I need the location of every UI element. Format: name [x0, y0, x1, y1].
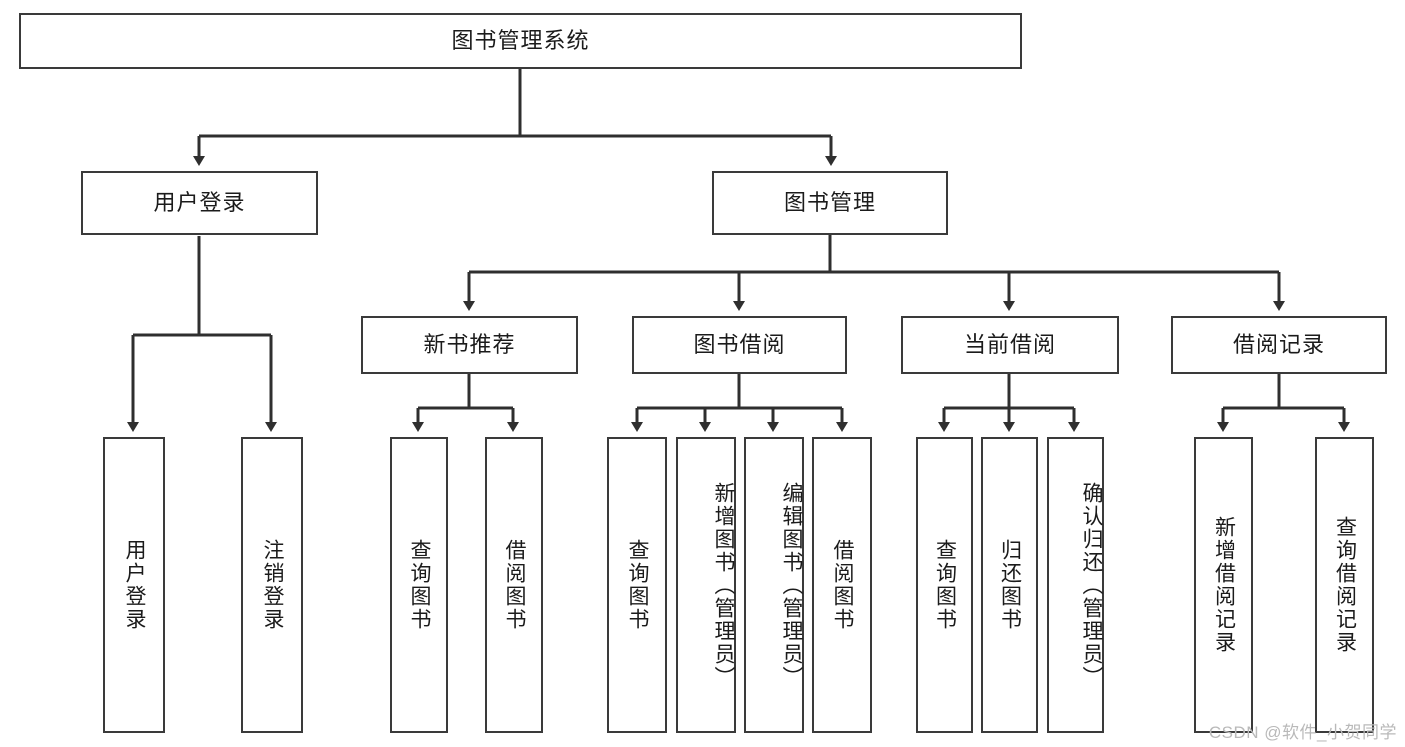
leaf-borrow-query-book[interactable]: 查询图书	[607, 437, 667, 733]
leaf-record-query-record[interactable]: 查询借阅记录	[1315, 437, 1374, 733]
leaf-user-login-signout[interactable]: 注销登录	[241, 437, 303, 733]
node-label: 确认归还（管理员）	[1080, 481, 1103, 689]
node-label: 借阅图书	[831, 539, 855, 631]
node-label: 新增借阅记录	[1212, 516, 1236, 654]
leaf-record-add-record[interactable]: 新增借阅记录	[1194, 437, 1253, 733]
node-label: 用户登录	[153, 189, 246, 215]
leaf-recommend-query-book[interactable]: 查询图书	[390, 437, 448, 733]
node-book-borrow[interactable]: 图书借阅	[632, 316, 847, 374]
node-label: 查询图书	[933, 539, 957, 631]
node-root-system[interactable]: 图书管理系统	[19, 13, 1022, 69]
node-label: 编辑图书（管理员）	[780, 481, 803, 689]
leaf-current-return-book[interactable]: 归还图书	[981, 437, 1038, 733]
leaf-recommend-borrow-book[interactable]: 借阅图书	[485, 437, 543, 733]
node-label: 图书管理	[783, 189, 876, 215]
node-label: 借阅图书	[503, 539, 527, 631]
node-label: 借阅记录	[1232, 331, 1325, 357]
leaf-borrow-borrow-book[interactable]: 借阅图书	[812, 437, 872, 733]
node-label: 图书管理系统	[451, 27, 590, 53]
node-label: 图书借阅	[693, 331, 786, 357]
leaf-current-confirm-return-admin[interactable]: 确认归还（管理员）	[1047, 437, 1104, 733]
node-label: 当前借阅	[963, 331, 1056, 357]
node-label: 查询图书	[408, 539, 432, 631]
node-current-borrow[interactable]: 当前借阅	[901, 316, 1119, 374]
node-label: 查询图书	[626, 539, 650, 631]
watermark: CSDN @软件_小贺同学	[1208, 723, 1397, 742]
node-new-book-recommend[interactable]: 新书推荐	[361, 316, 578, 374]
node-label: 注销登录	[261, 539, 285, 631]
leaf-borrow-edit-book-admin[interactable]: 编辑图书（管理员）	[744, 437, 804, 733]
leaf-current-query-book[interactable]: 查询图书	[916, 437, 973, 733]
node-label: 新增图书（管理员）	[712, 481, 735, 689]
leaf-borrow-add-book-admin[interactable]: 新增图书（管理员）	[676, 437, 736, 733]
node-borrow-record[interactable]: 借阅记录	[1171, 316, 1387, 374]
leaf-user-login-signin[interactable]: 用户登录	[103, 437, 165, 733]
node-book-management[interactable]: 图书管理	[712, 171, 948, 235]
node-label: 归还图书	[998, 539, 1022, 631]
node-label: 用户登录	[123, 539, 147, 631]
node-label: 查询借阅记录	[1333, 516, 1357, 654]
node-user-login[interactable]: 用户登录	[81, 171, 318, 235]
node-label: 新书推荐	[423, 331, 516, 357]
